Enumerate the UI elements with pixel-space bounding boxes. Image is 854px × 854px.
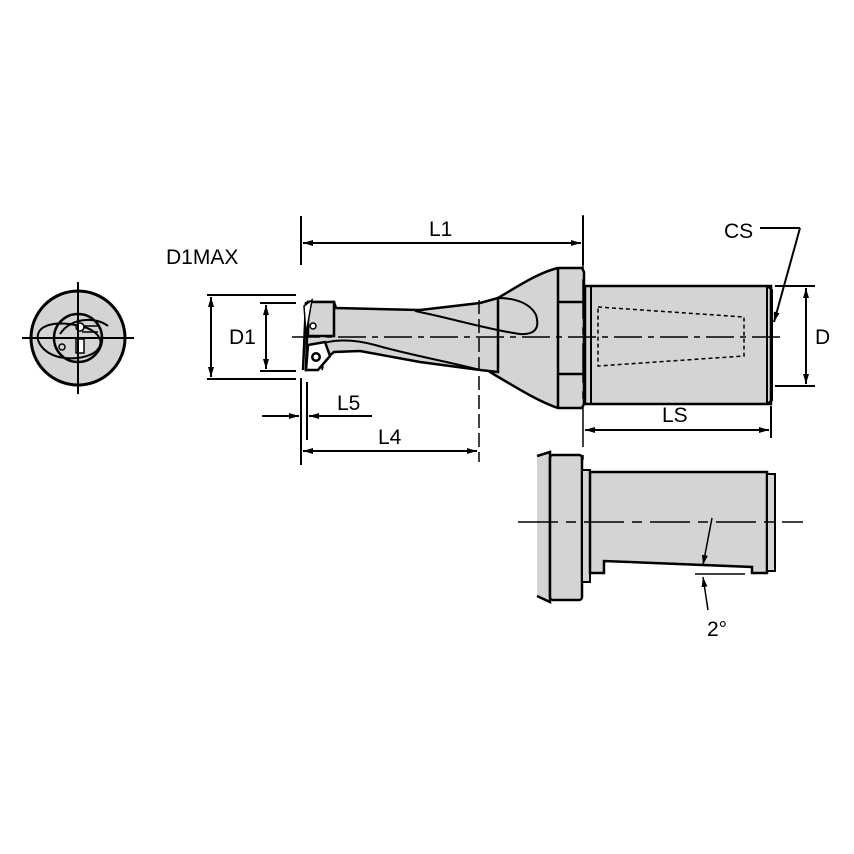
- label-ls: LS: [662, 404, 688, 427]
- dimensions: [207, 216, 815, 465]
- label-l5: L5: [337, 392, 361, 415]
- end-view: [22, 282, 134, 394]
- label-d1max: D1MAX: [166, 246, 239, 269]
- side-view: [292, 215, 785, 462]
- label-angle: 2°: [707, 618, 728, 641]
- label-l4: L4: [378, 426, 402, 449]
- shank-detail: [518, 450, 803, 611]
- label-d: D: [815, 326, 831, 349]
- label-cs: CS: [724, 220, 754, 243]
- label-d1: D1: [229, 326, 256, 349]
- label-l1: L1: [429, 218, 453, 241]
